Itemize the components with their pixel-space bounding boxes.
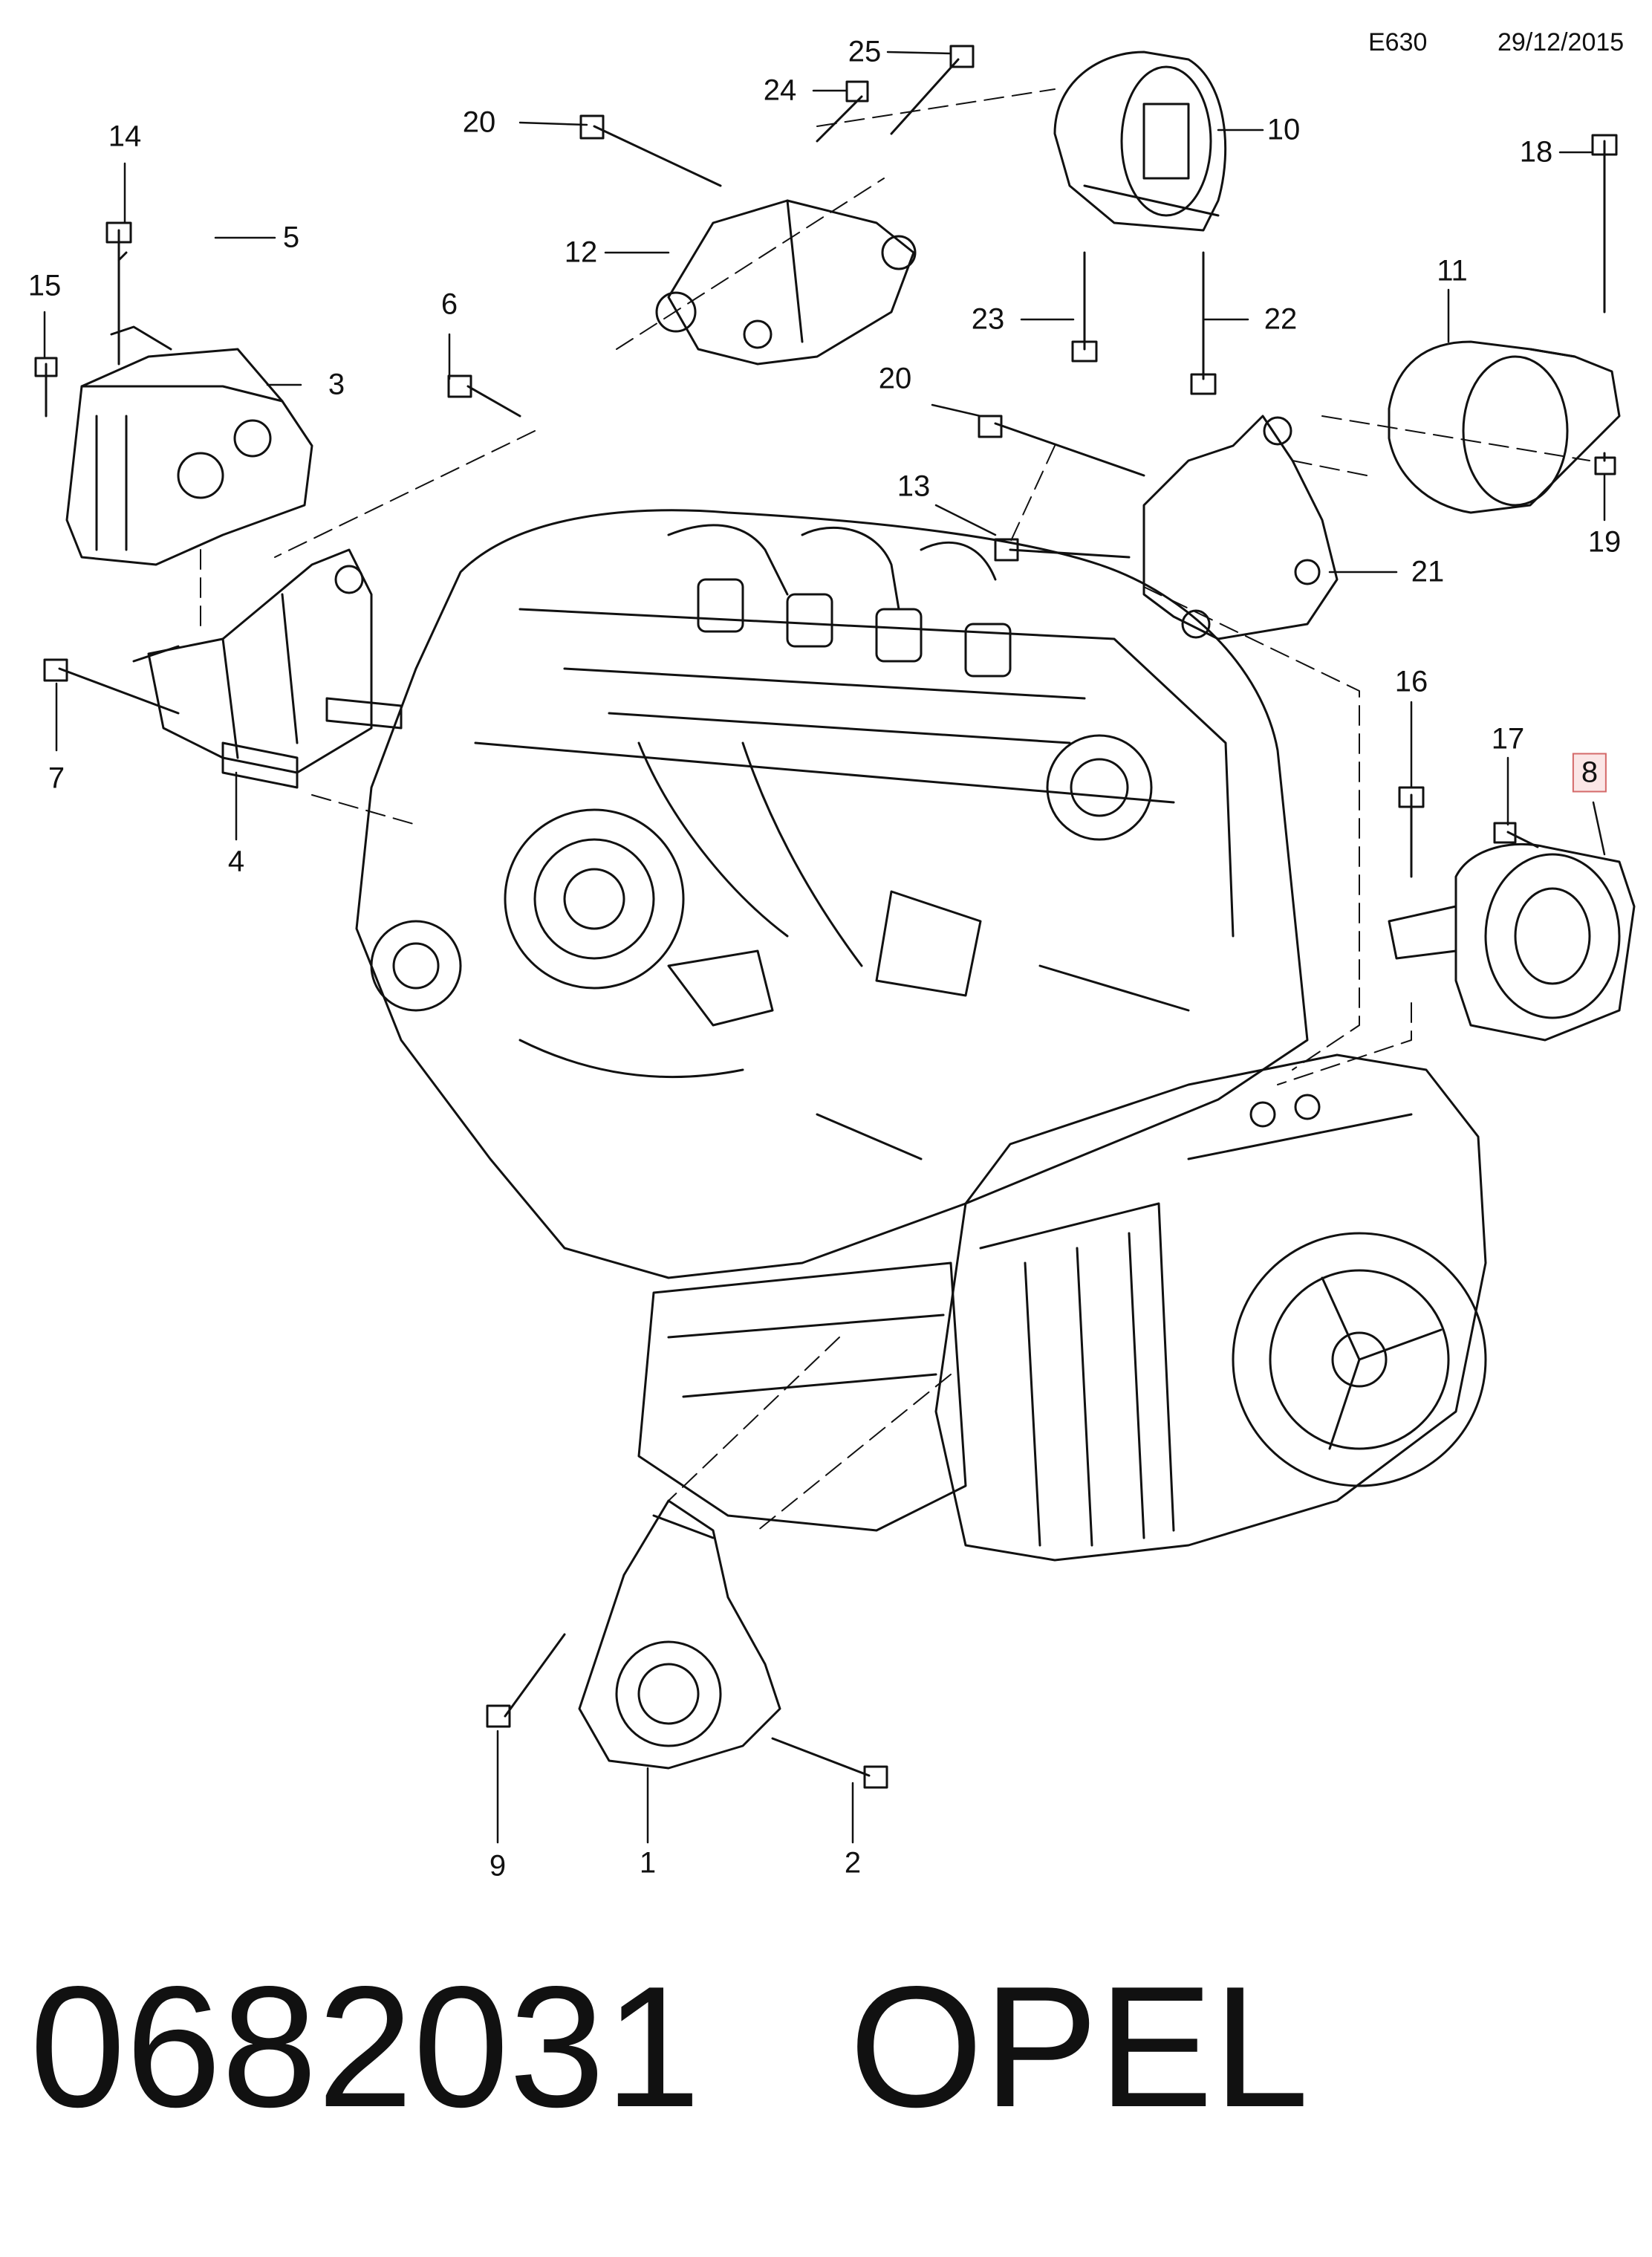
callout-8-highlighted[interactable]: 8 bbox=[1572, 753, 1607, 793]
callout-1[interactable]: 1 bbox=[639, 1846, 657, 1880]
callout-7[interactable]: 7 bbox=[48, 761, 65, 795]
part-21-mount bbox=[1142, 415, 1339, 640]
callout-16[interactable]: 16 bbox=[1394, 665, 1428, 698]
callout-9[interactable]: 9 bbox=[489, 1849, 507, 1883]
callout-6[interactable]: 6 bbox=[440, 288, 458, 321]
part-12-upper-mount bbox=[655, 199, 917, 366]
callout-20-top[interactable]: 20 bbox=[462, 105, 496, 139]
callout-17[interactable]: 17 bbox=[1491, 722, 1525, 756]
brand-name: OPEL bbox=[849, 1951, 1310, 2143]
part-10-mount bbox=[1053, 51, 1227, 232]
callout-13[interactable]: 13 bbox=[897, 470, 931, 503]
engine-block bbox=[355, 509, 1309, 1279]
bolts bbox=[34, 45, 1618, 1789]
callout-20-middle[interactable]: 20 bbox=[878, 362, 912, 395]
diagram-date: 29/12/2015 bbox=[1497, 28, 1625, 56]
callout-21[interactable]: 21 bbox=[1411, 555, 1445, 588]
part-3-engine-mount bbox=[65, 325, 313, 566]
callout-12[interactable]: 12 bbox=[564, 236, 598, 269]
part-4-bracket bbox=[132, 548, 403, 789]
callout-5[interactable]: 5 bbox=[282, 221, 300, 254]
part-number: 0682031 bbox=[30, 1951, 701, 2143]
callout-24[interactable]: 24 bbox=[763, 74, 797, 107]
transmission-housing bbox=[934, 1053, 1487, 1562]
diagram-code: E630 bbox=[1368, 28, 1428, 56]
callout-3[interactable]: 3 bbox=[328, 368, 345, 401]
leader-lines bbox=[43, 51, 1606, 1844]
part-8-transmission-mount bbox=[1388, 842, 1636, 1042]
callout-22[interactable]: 22 bbox=[1264, 302, 1298, 336]
callout-15[interactable]: 15 bbox=[27, 269, 62, 302]
part-1-lower-mount bbox=[578, 1499, 781, 1770]
callout-4[interactable]: 4 bbox=[227, 845, 245, 878]
part-11-mount bbox=[1388, 340, 1621, 514]
callout-18[interactable]: 18 bbox=[1519, 135, 1553, 169]
callout-23[interactable]: 23 bbox=[971, 302, 1005, 336]
callout-10[interactable]: 10 bbox=[1266, 113, 1301, 146]
oil-pan bbox=[637, 1261, 967, 1532]
callout-25[interactable]: 25 bbox=[848, 35, 882, 68]
callout-19[interactable]: 19 bbox=[1587, 525, 1622, 559]
callout-14[interactable]: 14 bbox=[108, 120, 142, 153]
callout-11[interactable]: 11 bbox=[1437, 254, 1468, 288]
assembly-lines bbox=[200, 88, 1590, 1531]
callout-2[interactable]: 2 bbox=[844, 1846, 862, 1880]
